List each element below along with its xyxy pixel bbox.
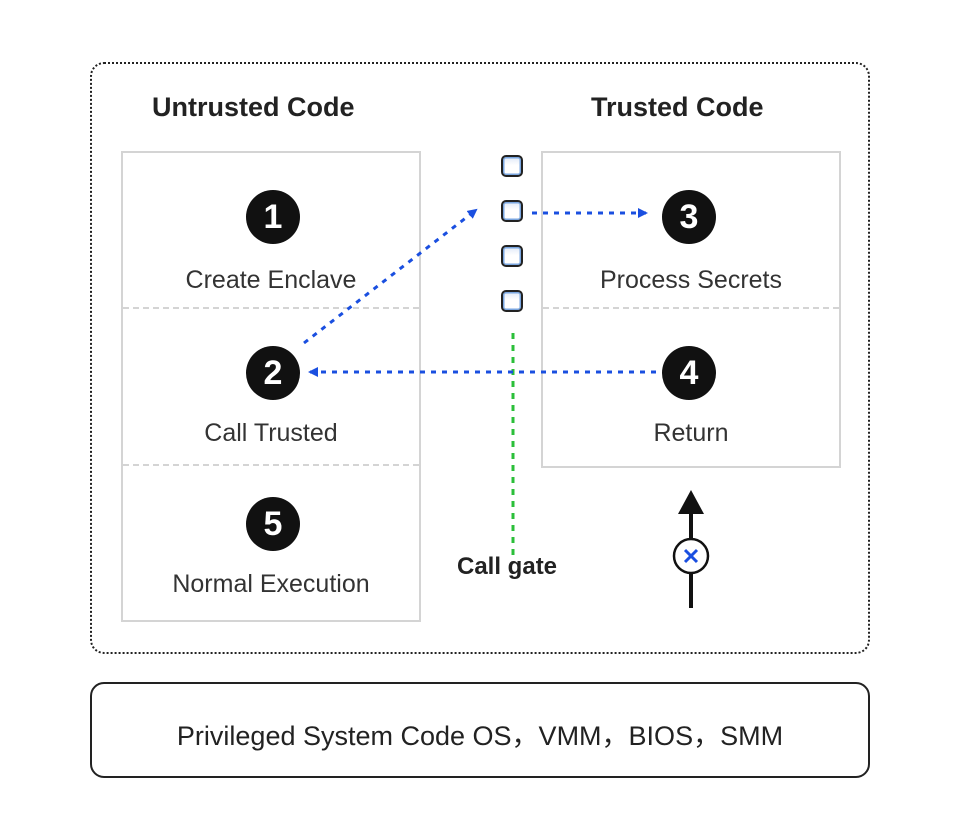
step-2-badge: 2 — [246, 346, 300, 400]
arrow-call-to-gate — [303, 208, 478, 345]
arrow-up-head — [678, 490, 704, 514]
blocked-access-arrow — [672, 490, 710, 608]
step-1-badge: 1 — [246, 190, 300, 244]
divider — [123, 464, 419, 466]
step-5-badge: 5 — [246, 497, 300, 551]
step-4-badge: 4 — [662, 346, 716, 400]
step-3-badge: 3 — [662, 190, 716, 244]
call-gate-entry — [501, 245, 523, 267]
divider — [543, 307, 839, 309]
privileged-system-code-label: Privileged System Code OS，VMM，BIOS，SMM — [176, 721, 784, 751]
privileged-system-code-box: Privileged System Code OS，VMM，BIOS，SMM — [90, 682, 870, 778]
divider — [123, 307, 419, 309]
call-gate-entry — [501, 200, 523, 222]
step-2-label: Call Trusted — [204, 419, 338, 447]
untrusted-code-heading: Untrusted Code — [152, 92, 355, 122]
step-3-label: Process Secrets — [599, 266, 782, 294]
step-4-label: Return — [653, 419, 729, 447]
trusted-code-heading: Trusted Code — [591, 92, 764, 122]
call-gate-entry — [501, 155, 523, 177]
call-gate-entry — [501, 290, 523, 312]
step-1-label: Create Enclave — [185, 266, 357, 294]
enclave-boundary — [90, 62, 870, 654]
call-gate-label: Call gate — [457, 553, 558, 580]
step-5-label: Normal Execution — [172, 570, 370, 598]
